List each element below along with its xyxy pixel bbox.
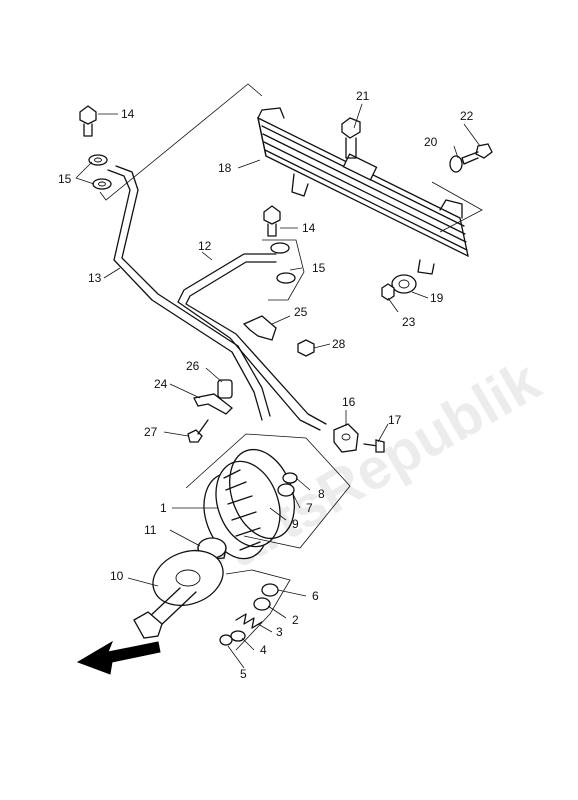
callout-16: 16 — [342, 395, 356, 409]
callout-19: 19 — [430, 291, 444, 305]
bracket-box-core — [185, 433, 351, 549]
callout-27: 27 — [144, 425, 158, 439]
bolt-27[interactable] — [187, 419, 209, 443]
washers-15-upper[interactable] — [88, 154, 112, 190]
callout-numbers: 14 15 13 12 14 15 18 21 20 22 19 23 25 2… — [58, 89, 474, 681]
bolt-14-upper[interactable] — [79, 105, 97, 137]
callout-14-middle: 14 — [302, 221, 316, 235]
callout-23: 23 — [402, 315, 416, 329]
callout-24: 24 — [154, 377, 168, 391]
callout-12: 12 — [198, 239, 212, 253]
callout-7: 7 — [306, 501, 313, 515]
oil-filter-housing-1[interactable] — [193, 452, 291, 567]
grommet-19[interactable] — [391, 274, 417, 294]
oil-cooler-radiator[interactable] — [257, 107, 469, 275]
washers-15-middle[interactable] — [262, 239, 305, 301]
callout-18: 18 — [218, 161, 232, 175]
washer-7[interactable] — [277, 483, 295, 497]
callout-11: 11 — [144, 523, 157, 537]
bolt-21[interactable] — [341, 117, 361, 159]
callout-15-upper: 15 — [58, 172, 72, 186]
callout-25: 25 — [294, 305, 308, 319]
fitting-16[interactable] — [333, 423, 359, 453]
washer-4[interactable] — [230, 630, 246, 642]
frame-line-upper — [99, 83, 263, 201]
nut-28[interactable] — [297, 339, 315, 357]
callout-6: 6 — [312, 589, 319, 603]
callout-5: 5 — [240, 667, 247, 681]
callout-13: 13 — [88, 271, 102, 285]
bolt-23[interactable] — [381, 283, 395, 301]
callout-21: 21 — [356, 89, 370, 103]
callout-28: 28 — [332, 337, 346, 351]
oil-pipe-13[interactable] — [107, 165, 271, 421]
callout-14-upper: 14 — [121, 107, 135, 121]
callout-10: 10 — [110, 569, 124, 583]
bolt-14-middle[interactable] — [263, 205, 281, 237]
callout-4: 4 — [260, 643, 267, 657]
callout-17: 17 — [388, 413, 402, 427]
callout-2: 2 — [292, 613, 299, 627]
leader-lines — [75, 103, 481, 669]
oil-pipe-12[interactable] — [177, 253, 327, 431]
callout-9: 9 — [292, 517, 299, 531]
plug-6[interactable] — [261, 583, 279, 597]
callout-8: 8 — [318, 487, 325, 501]
callout-3: 3 — [276, 625, 283, 639]
callout-15-middle: 15 — [312, 261, 326, 275]
union-bolt-10[interactable] — [133, 541, 231, 639]
clamp-25[interactable] — [242, 315, 277, 341]
piston-2[interactable] — [253, 597, 271, 611]
spring-3[interactable] — [235, 613, 263, 629]
callout-20: 20 — [424, 135, 438, 149]
callout-22: 22 — [460, 109, 474, 123]
o-ring-9[interactable] — [218, 441, 306, 548]
bolt-17[interactable] — [363, 439, 385, 453]
bolt-22[interactable] — [461, 143, 493, 165]
sleeve-26[interactable] — [217, 379, 233, 399]
front-arrow-icon — [76, 640, 161, 675]
frame-line-right — [431, 181, 483, 233]
clamp-24[interactable] — [193, 393, 233, 415]
callout-1: 1 — [160, 501, 167, 515]
circlip-5[interactable] — [219, 634, 233, 646]
bracket-box-valve — [225, 569, 291, 651]
o-ring-8[interactable] — [282, 472, 298, 484]
callout-26: 26 — [186, 359, 200, 373]
collar-20[interactable] — [449, 155, 463, 173]
